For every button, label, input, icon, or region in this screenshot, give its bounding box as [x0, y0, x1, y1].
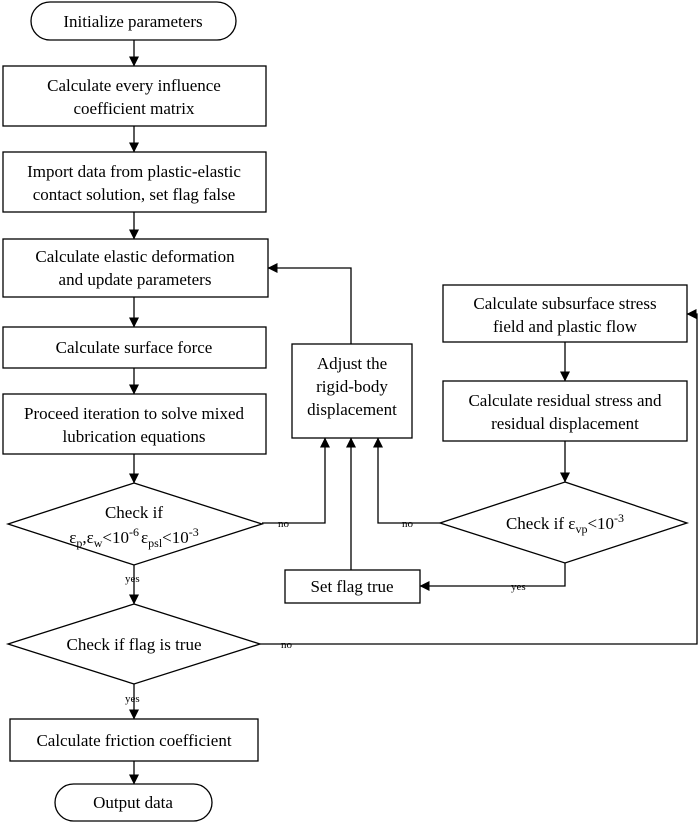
terminal-shape — [30, 1, 237, 41]
conv-no-label: no — [278, 518, 290, 530]
end-label: Output data — [93, 793, 173, 812]
process-box — [2, 393, 267, 455]
surface-force-label: Calculate surface force — [56, 338, 213, 357]
decision-diamond — [437, 481, 690, 564]
arrow-adjust-to-elastic — [267, 263, 352, 344]
influence-label-line2: coefficient matrix — [74, 99, 195, 118]
ten: 10 — [597, 514, 614, 533]
adjust-label-line2: rigid-body — [316, 377, 388, 396]
elastic-label-line1: Calculate elastic deformation — [35, 247, 235, 266]
flag-no-label: no — [281, 639, 293, 651]
flag-decision: Check if flag is true — [5, 603, 263, 685]
exp-minus-3: -3 — [189, 525, 199, 539]
process-box — [2, 238, 269, 298]
adjust-label-line1: Adjust the — [317, 354, 387, 373]
arrow-vp-yes-to-setflag — [419, 563, 566, 591]
setflag-label: Set flag true — [310, 577, 393, 596]
less-than: < — [102, 528, 112, 547]
elastic-label-line2: and update parameters — [59, 270, 212, 289]
adjust-process: Adjust the rigid-body displacement — [291, 343, 413, 439]
setflag-process: Set flag true — [284, 569, 421, 604]
subsurface-process: Calculate subsurface stress field and pl… — [442, 284, 688, 343]
vp-yes-label: yes — [511, 581, 526, 593]
import-label-line1: Import data from plastic-elastic — [27, 162, 241, 181]
influence-process: Calculate every influence coefficient ma… — [2, 65, 267, 127]
ten: 10 — [112, 528, 129, 547]
residual-label-line1: Calculate residual stress and — [468, 391, 662, 410]
friction-label: Calculate friction coefficient — [36, 731, 231, 750]
elastic-process: Calculate elastic deformation and update… — [2, 238, 269, 298]
residual-label-line2: residual displacement — [491, 414, 639, 433]
arrow-vp-no-to-adjust — [373, 437, 440, 524]
end-terminal: Output data — [54, 783, 213, 822]
process-box — [2, 326, 267, 369]
exp-minus-6: -6 — [129, 525, 139, 539]
import-process: Import data from plastic-elastic contact… — [2, 151, 267, 213]
epsilon-symbol: ε — [69, 528, 76, 547]
conv-yes-label: yes — [125, 573, 140, 585]
epsilon-symbol: ε — [141, 528, 148, 547]
less-than: < — [162, 528, 172, 547]
sub-w: w — [94, 536, 103, 550]
epsilon-symbol: ε — [568, 514, 575, 533]
flag-check-label: Check if flag is true — [66, 635, 201, 654]
iteration-process: Proceed iteration to solve mixed lubrica… — [2, 393, 267, 455]
flag-yes-label: yes — [125, 693, 140, 705]
process-box — [442, 380, 688, 442]
process-box — [291, 343, 413, 439]
sub-p: p — [76, 536, 82, 550]
subsurface-label-line2: field and plastic flow — [493, 317, 638, 336]
residual-process: Calculate residual stress and residual d… — [442, 380, 688, 442]
process-box — [442, 284, 688, 343]
iteration-label-line1: Proceed iteration to solve mixed — [24, 404, 244, 423]
terminal-shape — [54, 783, 213, 822]
process-box — [2, 65, 267, 127]
less-than: < — [587, 514, 597, 533]
influence-label-line1: Calculate every influence — [47, 76, 221, 95]
connectors — [129, 40, 698, 785]
arrow-conv-no-to-adjust — [262, 437, 330, 524]
vp-no-label: no — [402, 518, 414, 530]
conv-check-label-line1: Check if — [105, 503, 163, 522]
iteration-label-line2: lubrication equations — [62, 427, 205, 446]
process-box — [284, 569, 421, 604]
ten: 10 — [172, 528, 189, 547]
friction-process: Calculate friction coefficient — [9, 718, 259, 762]
edge-labels: no yes no yes no yes — [125, 518, 526, 705]
vp-decision: Check if εvp<10-3 — [437, 481, 690, 564]
process-box — [2, 151, 267, 213]
vp-check-label: Check if εvp<10-3 — [506, 511, 624, 536]
subsurface-label-line1: Calculate subsurface stress — [473, 294, 656, 313]
decision-diamond — [5, 603, 263, 685]
surface-force-process: Calculate surface force — [2, 326, 267, 369]
start-label: Initialize parameters — [63, 12, 202, 31]
exp-minus-3: -3 — [614, 511, 624, 525]
sub-vp: vp — [575, 522, 587, 536]
epsilon-symbol: ε — [87, 528, 94, 547]
sub-psl: psl — [148, 536, 163, 550]
separator: , — [82, 528, 86, 547]
decision-diamond — [5, 482, 265, 566]
arrow-flag-no-to-subsurface — [260, 309, 698, 645]
start-terminal: Initialize parameters — [30, 1, 237, 41]
adjust-label-line3: displacement — [307, 400, 397, 419]
import-label-line2: contact solution, set flag false — [33, 185, 236, 204]
process-box — [9, 718, 259, 762]
vp-check-prefix: Check if — [506, 514, 568, 533]
